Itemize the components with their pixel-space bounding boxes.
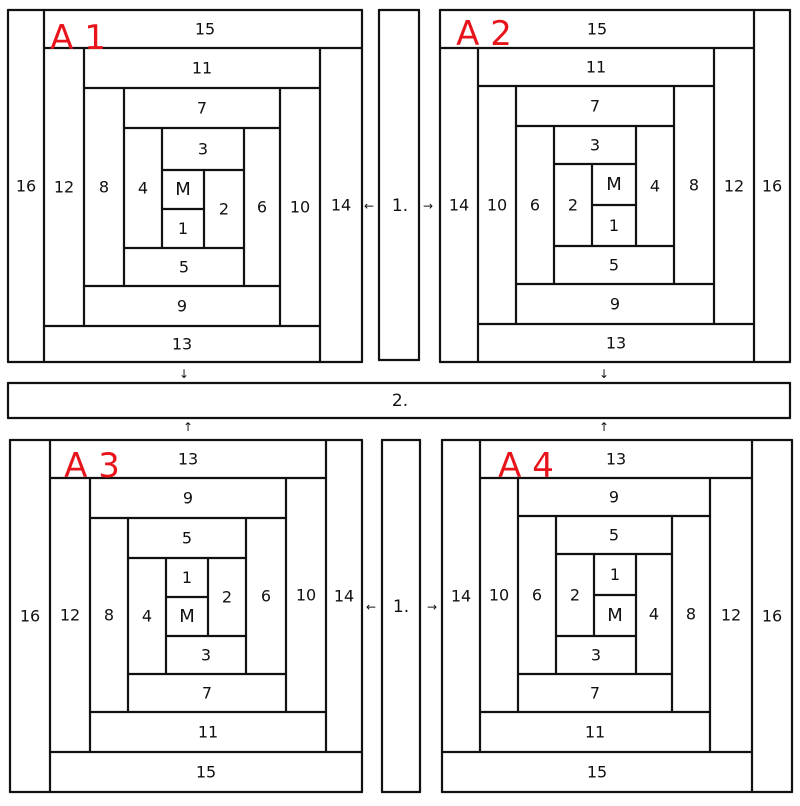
strip-10-label: 10 (489, 586, 509, 605)
strip-13-label: 13 (606, 334, 626, 353)
strip-3-label: 3 (591, 646, 601, 665)
strip-7-label: 7 (202, 684, 212, 703)
strip-1-label: 1 (182, 568, 192, 587)
arrow-up-icon: ↑ (599, 420, 609, 434)
strip-14-label: 14 (334, 587, 354, 606)
strip-14-label: 14 (451, 587, 471, 606)
strip-9-label: 9 (177, 297, 187, 316)
arrow-down-icon: ↓ (179, 367, 189, 381)
strip-8-label: 8 (99, 178, 109, 197)
block-title: A 3 (64, 446, 120, 486)
strip-12-label: 12 (724, 177, 744, 196)
arrow-right-icon: → (423, 199, 433, 213)
strip-1-label: 1 (609, 216, 619, 235)
block-title: A 4 (498, 446, 554, 486)
strip-5-label: 5 (179, 258, 189, 277)
strip-9-label: 9 (183, 489, 193, 508)
strip-5-label: 5 (182, 529, 192, 548)
arrow-down-icon: ↓ (599, 367, 609, 381)
strip-11-label: 11 (192, 59, 212, 78)
strip-15-label: 15 (587, 763, 607, 782)
strip-12-label: 12 (60, 606, 80, 625)
center-m-label: M (607, 605, 623, 626)
strip-3-label: 3 (201, 646, 211, 665)
strip-9-label: 9 (610, 295, 620, 314)
arrow-left-icon: ← (364, 199, 374, 213)
arrow-left-icon: ← (366, 600, 376, 614)
strip-13-label: 13 (178, 450, 198, 469)
center-m-label: M (175, 179, 191, 200)
strip-2-label: 2 (222, 588, 232, 607)
strip-5-label: 5 (609, 526, 619, 545)
strip-6-label: 6 (530, 196, 540, 215)
strip-7-label: 7 (197, 99, 207, 118)
strip-6-label: 6 (261, 587, 271, 606)
strip-2-label: 2 (568, 196, 578, 215)
strip-14-label: 14 (331, 196, 351, 215)
sashing-bottom-label: 1. (393, 597, 409, 617)
strip-6-label: 6 (532, 586, 542, 605)
strip-11-label: 11 (586, 58, 606, 77)
strip-8-label: 8 (686, 605, 696, 624)
strip-2-label: 2 (219, 200, 229, 219)
strip-16-label: 16 (20, 607, 40, 626)
block-title: A 2 (456, 14, 512, 54)
strip-15-label: 15 (196, 763, 216, 782)
strip-7-label: 7 (590, 684, 600, 703)
sashing-middle-label: 2. (392, 391, 408, 411)
arrow-right-icon: → (427, 600, 437, 614)
strip-12-label: 12 (54, 178, 74, 197)
strip-3-label: 3 (198, 140, 208, 159)
center-m-label: M (606, 174, 622, 195)
strip-16-label: 16 (16, 177, 36, 196)
center-m-label: M (179, 606, 195, 627)
strip-3-label: 3 (590, 136, 600, 155)
strip-11-label: 11 (198, 723, 218, 742)
strip-14-label: 14 (449, 196, 469, 215)
strip-9-label: 9 (609, 488, 619, 507)
strip-4-label: 4 (649, 605, 659, 624)
strip-1-label: 1 (610, 565, 620, 584)
strip-15-label: 15 (587, 20, 607, 39)
strip-10-label: 10 (296, 586, 316, 605)
block-title: A 1 (50, 18, 106, 58)
sashing-top-label: 1. (392, 196, 408, 216)
strip-4-label: 4 (142, 607, 152, 626)
strip-13-label: 13 (172, 335, 192, 354)
strip-10-label: 10 (487, 196, 507, 215)
strip-7-label: 7 (590, 97, 600, 116)
strip-2-label: 2 (570, 586, 580, 605)
strip-12-label: 12 (721, 606, 741, 625)
strip-1-label: 1 (178, 219, 188, 238)
strip-8-label: 8 (104, 606, 114, 625)
strip-4-label: 4 (138, 179, 148, 198)
strip-5-label: 5 (609, 256, 619, 275)
arrow-up-icon: ↑ (183, 420, 193, 434)
strip-6-label: 6 (257, 198, 267, 217)
strip-11-label: 11 (585, 723, 605, 742)
strip-13-label: 13 (606, 450, 626, 469)
strip-16-label: 16 (762, 177, 782, 196)
strip-4-label: 4 (650, 177, 660, 196)
strip-10-label: 10 (290, 198, 310, 217)
strip-16-label: 16 (762, 607, 782, 626)
strip-8-label: 8 (689, 176, 699, 195)
strip-15-label: 15 (195, 20, 215, 39)
